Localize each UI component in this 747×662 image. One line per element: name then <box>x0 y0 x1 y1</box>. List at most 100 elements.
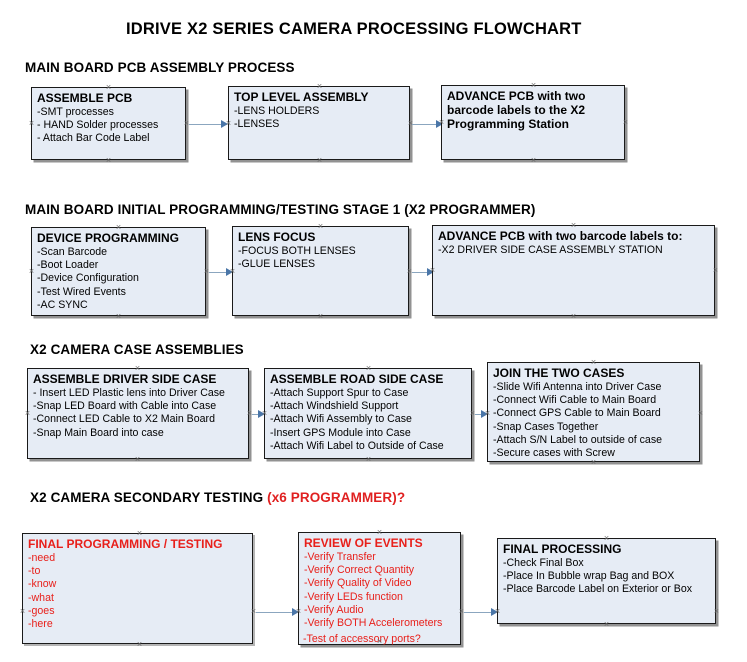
resize-handle-top[interactable]: × <box>530 80 537 90</box>
resize-handle-right[interactable]: × <box>406 266 413 276</box>
resize-handle-right[interactable]: × <box>203 266 210 276</box>
resize-handle-top[interactable]: × <box>603 533 610 543</box>
connector-arrowhead <box>226 268 233 276</box>
node-line: -Test Wired Events <box>37 285 126 298</box>
node-advance-pcb-programming-station[interactable]: ADVANCE PCB with two barcode labels to t… <box>441 85 625 160</box>
resize-handle-bottom[interactable]: × <box>376 636 383 646</box>
node-assemble-road-side-case[interactable]: ASSEMBLE ROAD SIDE CASE -Attach Support … <box>264 368 472 459</box>
node-assemble-driver-side-case[interactable]: ASSEMBLE DRIVER SIDE CASE - Insert LED P… <box>27 368 249 459</box>
resize-handle-left[interactable]: × <box>28 118 35 128</box>
connector-arrowhead <box>481 410 488 418</box>
node-line: -Insert GPS Module into Case <box>270 426 411 439</box>
node-line: -FOCUS BOTH LENSES <box>238 245 356 257</box>
resize-handle-left[interactable]: × <box>438 117 445 127</box>
node-line: -Verify Audio <box>304 603 364 616</box>
node-advance-pcb-driver-side-case[interactable]: ADVANCE PCB with two barcode labels to: … <box>432 225 715 316</box>
resize-handle-bottom[interactable]: × <box>115 311 122 321</box>
section-heading-x2-camera-secondary-testing: X2 CAMERA SECONDARY TESTING (x6 PROGRAMM… <box>30 490 405 505</box>
resize-handle-left[interactable]: × <box>225 118 232 128</box>
node-line: -LENSES <box>234 118 280 131</box>
resize-handle-top[interactable]: × <box>365 363 372 373</box>
resize-handle-bottom[interactable]: × <box>365 454 372 464</box>
node-line: -Verify Quality of Video <box>304 577 412 590</box>
node-line: -X2 DRIVER SIDE CASE ASSEMBLY STATION <box>438 244 663 256</box>
node-line: -AC SYNC <box>37 298 88 311</box>
resize-handle-right[interactable]: × <box>246 408 253 418</box>
node-line: -Snap LED Board with Cable into Case <box>33 400 217 413</box>
resize-handle-top[interactable]: × <box>136 528 143 538</box>
resize-handle-left[interactable]: × <box>484 408 491 418</box>
node-line: -to <box>28 565 41 578</box>
resize-handle-bottom[interactable]: × <box>570 311 577 321</box>
node-title: JOIN THE TWO CASES <box>493 366 625 380</box>
node-line: -Connect Wifi Cable to Main Board <box>493 394 657 407</box>
node-line: -Scan Barcode <box>37 246 108 258</box>
resize-handle-top[interactable]: × <box>115 222 122 232</box>
resize-handle-top[interactable]: × <box>376 527 383 537</box>
resize-handle-bottom[interactable]: × <box>603 619 610 629</box>
page-title: IDRIVE X2 SERIES CAMERA PROCESSING FLOWC… <box>126 20 582 38</box>
resize-handle-right[interactable]: × <box>712 265 719 275</box>
resize-handle-right[interactable]: × <box>250 606 257 616</box>
connector-arrowhead <box>436 120 443 128</box>
connector-arrowhead <box>292 608 299 616</box>
resize-handle-top[interactable]: × <box>105 82 112 92</box>
node-line: -here <box>28 618 53 631</box>
node-line: -Connect GPS Cable to Main Board <box>493 407 661 420</box>
node-line: - Attach Bar Code Label <box>37 132 150 145</box>
node-review-of-events[interactable]: REVIEW OF EVENTS -Verify Transfer -Verif… <box>298 532 461 645</box>
connector-arrowhead <box>221 120 228 128</box>
node-title: ADVANCE PCB with two barcode labels to: <box>438 229 683 243</box>
resize-handle-left[interactable]: × <box>261 408 268 418</box>
resize-handle-top[interactable]: × <box>570 220 577 230</box>
node-line: -Attach Wifi Assembly to Case <box>270 413 412 426</box>
resize-handle-top[interactable]: × <box>134 363 141 373</box>
node-line: -need <box>28 552 56 564</box>
resize-handle-bottom[interactable]: × <box>317 311 324 321</box>
resize-handle-bottom[interactable]: × <box>530 155 537 165</box>
node-title: ADVANCE PCB with two barcode labels to t… <box>447 89 586 131</box>
resize-handle-bottom[interactable]: × <box>590 457 597 467</box>
resize-handle-top[interactable]: × <box>590 357 597 367</box>
resize-handle-top[interactable]: × <box>316 81 323 91</box>
node-title: LENS FOCUS <box>238 230 316 244</box>
resize-handle-left[interactable]: × <box>429 265 436 275</box>
node-line: -Check Final Box <box>503 557 584 569</box>
resize-handle-right[interactable]: × <box>713 606 720 616</box>
resize-handle-right[interactable]: × <box>469 408 476 418</box>
connector-line <box>256 612 294 614</box>
resize-handle-left[interactable]: × <box>494 606 501 616</box>
node-top-level-assembly[interactable]: TOP LEVEL ASSEMBLY -LENS HOLDERS -LENSES <box>228 86 410 160</box>
node-final-programming-testing[interactable]: FINAL PROGRAMMING / TESTING -need -to -k… <box>22 533 253 644</box>
resize-handle-bottom[interactable]: × <box>136 639 143 649</box>
node-title: ASSEMBLE PCB <box>37 91 133 105</box>
node-title: REVIEW OF EVENTS <box>304 536 423 550</box>
connector-line <box>412 272 429 274</box>
resize-handle-left[interactable]: × <box>295 606 302 616</box>
resize-handle-bottom[interactable]: × <box>316 155 323 165</box>
node-device-programming[interactable]: DEVICE PROGRAMMING -Scan Barcode -Boot L… <box>31 227 206 316</box>
resize-handle-right[interactable]: × <box>622 117 629 127</box>
node-join-the-two-cases[interactable]: JOIN THE TWO CASES -Slide Wifi Antenna i… <box>487 362 700 462</box>
resize-handle-left[interactable]: × <box>229 266 236 276</box>
resize-handle-right[interactable]: × <box>183 118 190 128</box>
resize-handle-left[interactable]: × <box>24 408 31 418</box>
resize-handle-top[interactable]: × <box>317 221 324 231</box>
node-line: -Attach Windshield Support <box>270 400 399 413</box>
resize-handle-bottom[interactable]: × <box>134 454 141 464</box>
node-line: - HAND Solder processes <box>37 119 159 132</box>
resize-handle-right[interactable]: × <box>458 606 465 616</box>
resize-handle-right[interactable]: × <box>697 408 704 418</box>
node-line: -Verify BOTH Accelerometers <box>304 617 443 630</box>
node-line: -Verify Correct Quantity <box>304 564 415 577</box>
connector-arrowhead <box>491 608 498 616</box>
node-lens-focus[interactable]: LENS FOCUS -FOCUS BOTH LENSES -GLUE LENS… <box>232 226 409 316</box>
resize-handle-bottom[interactable]: × <box>105 155 112 165</box>
resize-handle-left[interactable]: × <box>28 266 35 276</box>
node-title: FINAL PROCESSING <box>503 542 622 556</box>
resize-handle-right[interactable]: × <box>407 118 414 128</box>
resize-handle-left[interactable]: × <box>19 606 26 616</box>
node-assemble-pcb[interactable]: ASSEMBLE PCB -SMT processes - HAND Solde… <box>31 87 186 160</box>
node-final-processing[interactable]: FINAL PROCESSING -Check Final Box -Place… <box>497 538 716 624</box>
node-title: DEVICE PROGRAMMING <box>37 231 180 245</box>
